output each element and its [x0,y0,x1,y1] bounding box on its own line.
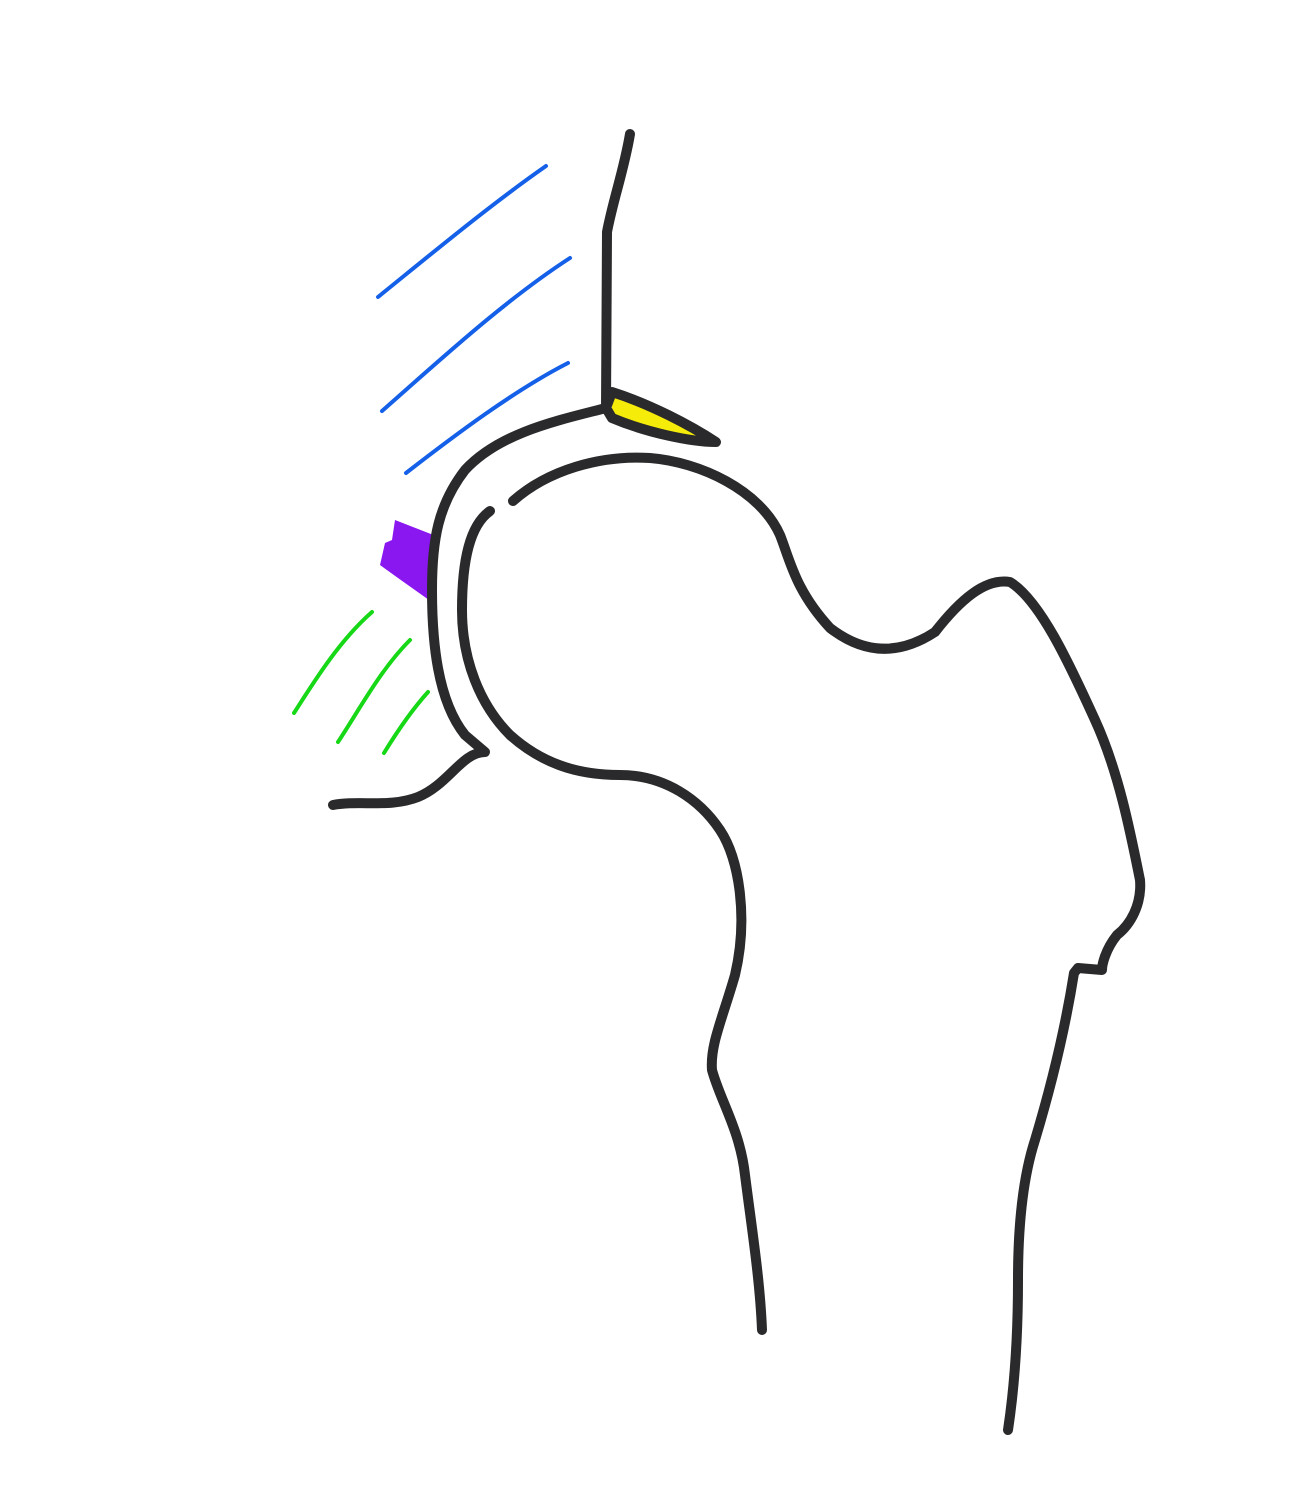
hatch-line-blue-3 [404,361,570,475]
pelvic-wall [601,129,635,413]
hatch-line-green-2 [336,638,412,744]
labrum-marker [380,520,436,600]
acetabular-hatching [376,164,572,475]
hatch-line-green-1 [292,610,374,715]
bone-outlines [328,129,1146,1435]
acetabular-rim [601,387,721,447]
hatch-line-blue-2 [380,256,572,413]
acetabular-roof [328,403,611,810]
hatch-line-blue-1 [376,164,548,299]
femoral-neck-medial [457,506,767,1335]
inferior-hatching [292,610,430,755]
femur-outline [508,452,1146,1435]
hatch-line-green-3 [382,690,430,755]
